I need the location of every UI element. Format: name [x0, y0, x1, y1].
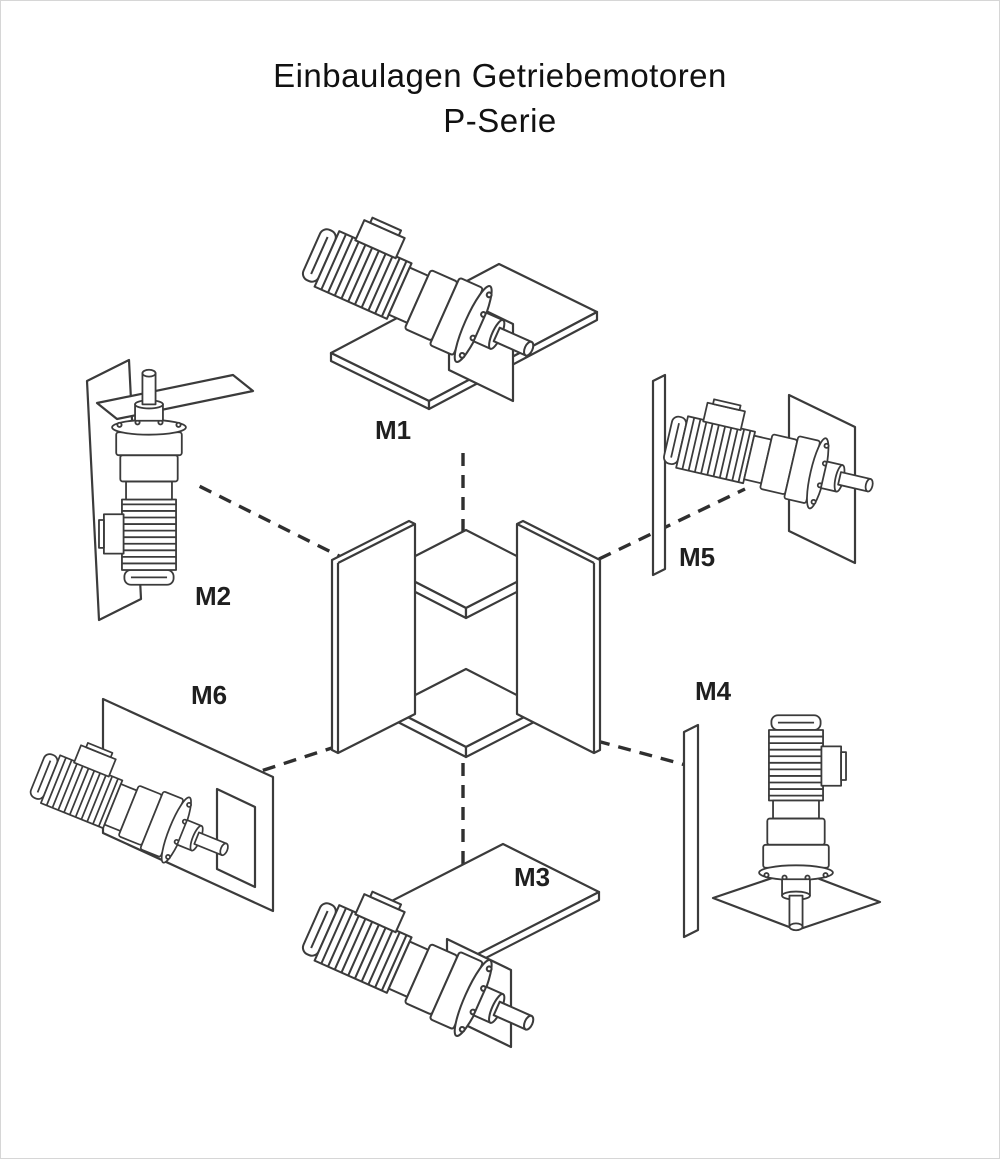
right-wall-top-edge [516, 523, 595, 564]
gearmotor-assembly-m4 [682, 714, 882, 939]
gearmotor-assembly-m1 [293, 199, 599, 411]
connector-m4 [596, 739, 694, 769]
gearmotor-assembly-m2 [85, 358, 255, 622]
label-m2: M2 [195, 581, 232, 611]
gearmotor-assembly-m6 [23, 697, 275, 913]
connector-m2 [192, 481, 350, 563]
m4-wall-sheet [682, 723, 700, 939]
page-title: Einbaulagen Getriebemotoren P-Serie [1, 53, 999, 143]
left-wall [330, 519, 417, 755]
right-wall [515, 519, 602, 755]
center-reference-cube [330, 519, 602, 759]
label-m4: M4 [695, 676, 732, 706]
label-m6: M6 [191, 680, 228, 710]
gearmotor-assembly-m5 [651, 373, 885, 577]
m5-wall-sheet [651, 373, 667, 577]
title-line-1: Einbaulagen Getriebemotoren [273, 57, 727, 94]
title-line-2: P-Serie [443, 102, 557, 139]
m6-flange-plate [215, 787, 257, 889]
label-m3: M3 [514, 862, 551, 892]
label-m1: M1 [375, 415, 412, 445]
left-wall-top-edge [337, 523, 416, 564]
connector-m5 [598, 487, 746, 561]
label-m5: M5 [679, 542, 716, 572]
gearmotor-assembly-m3 [293, 842, 601, 1064]
